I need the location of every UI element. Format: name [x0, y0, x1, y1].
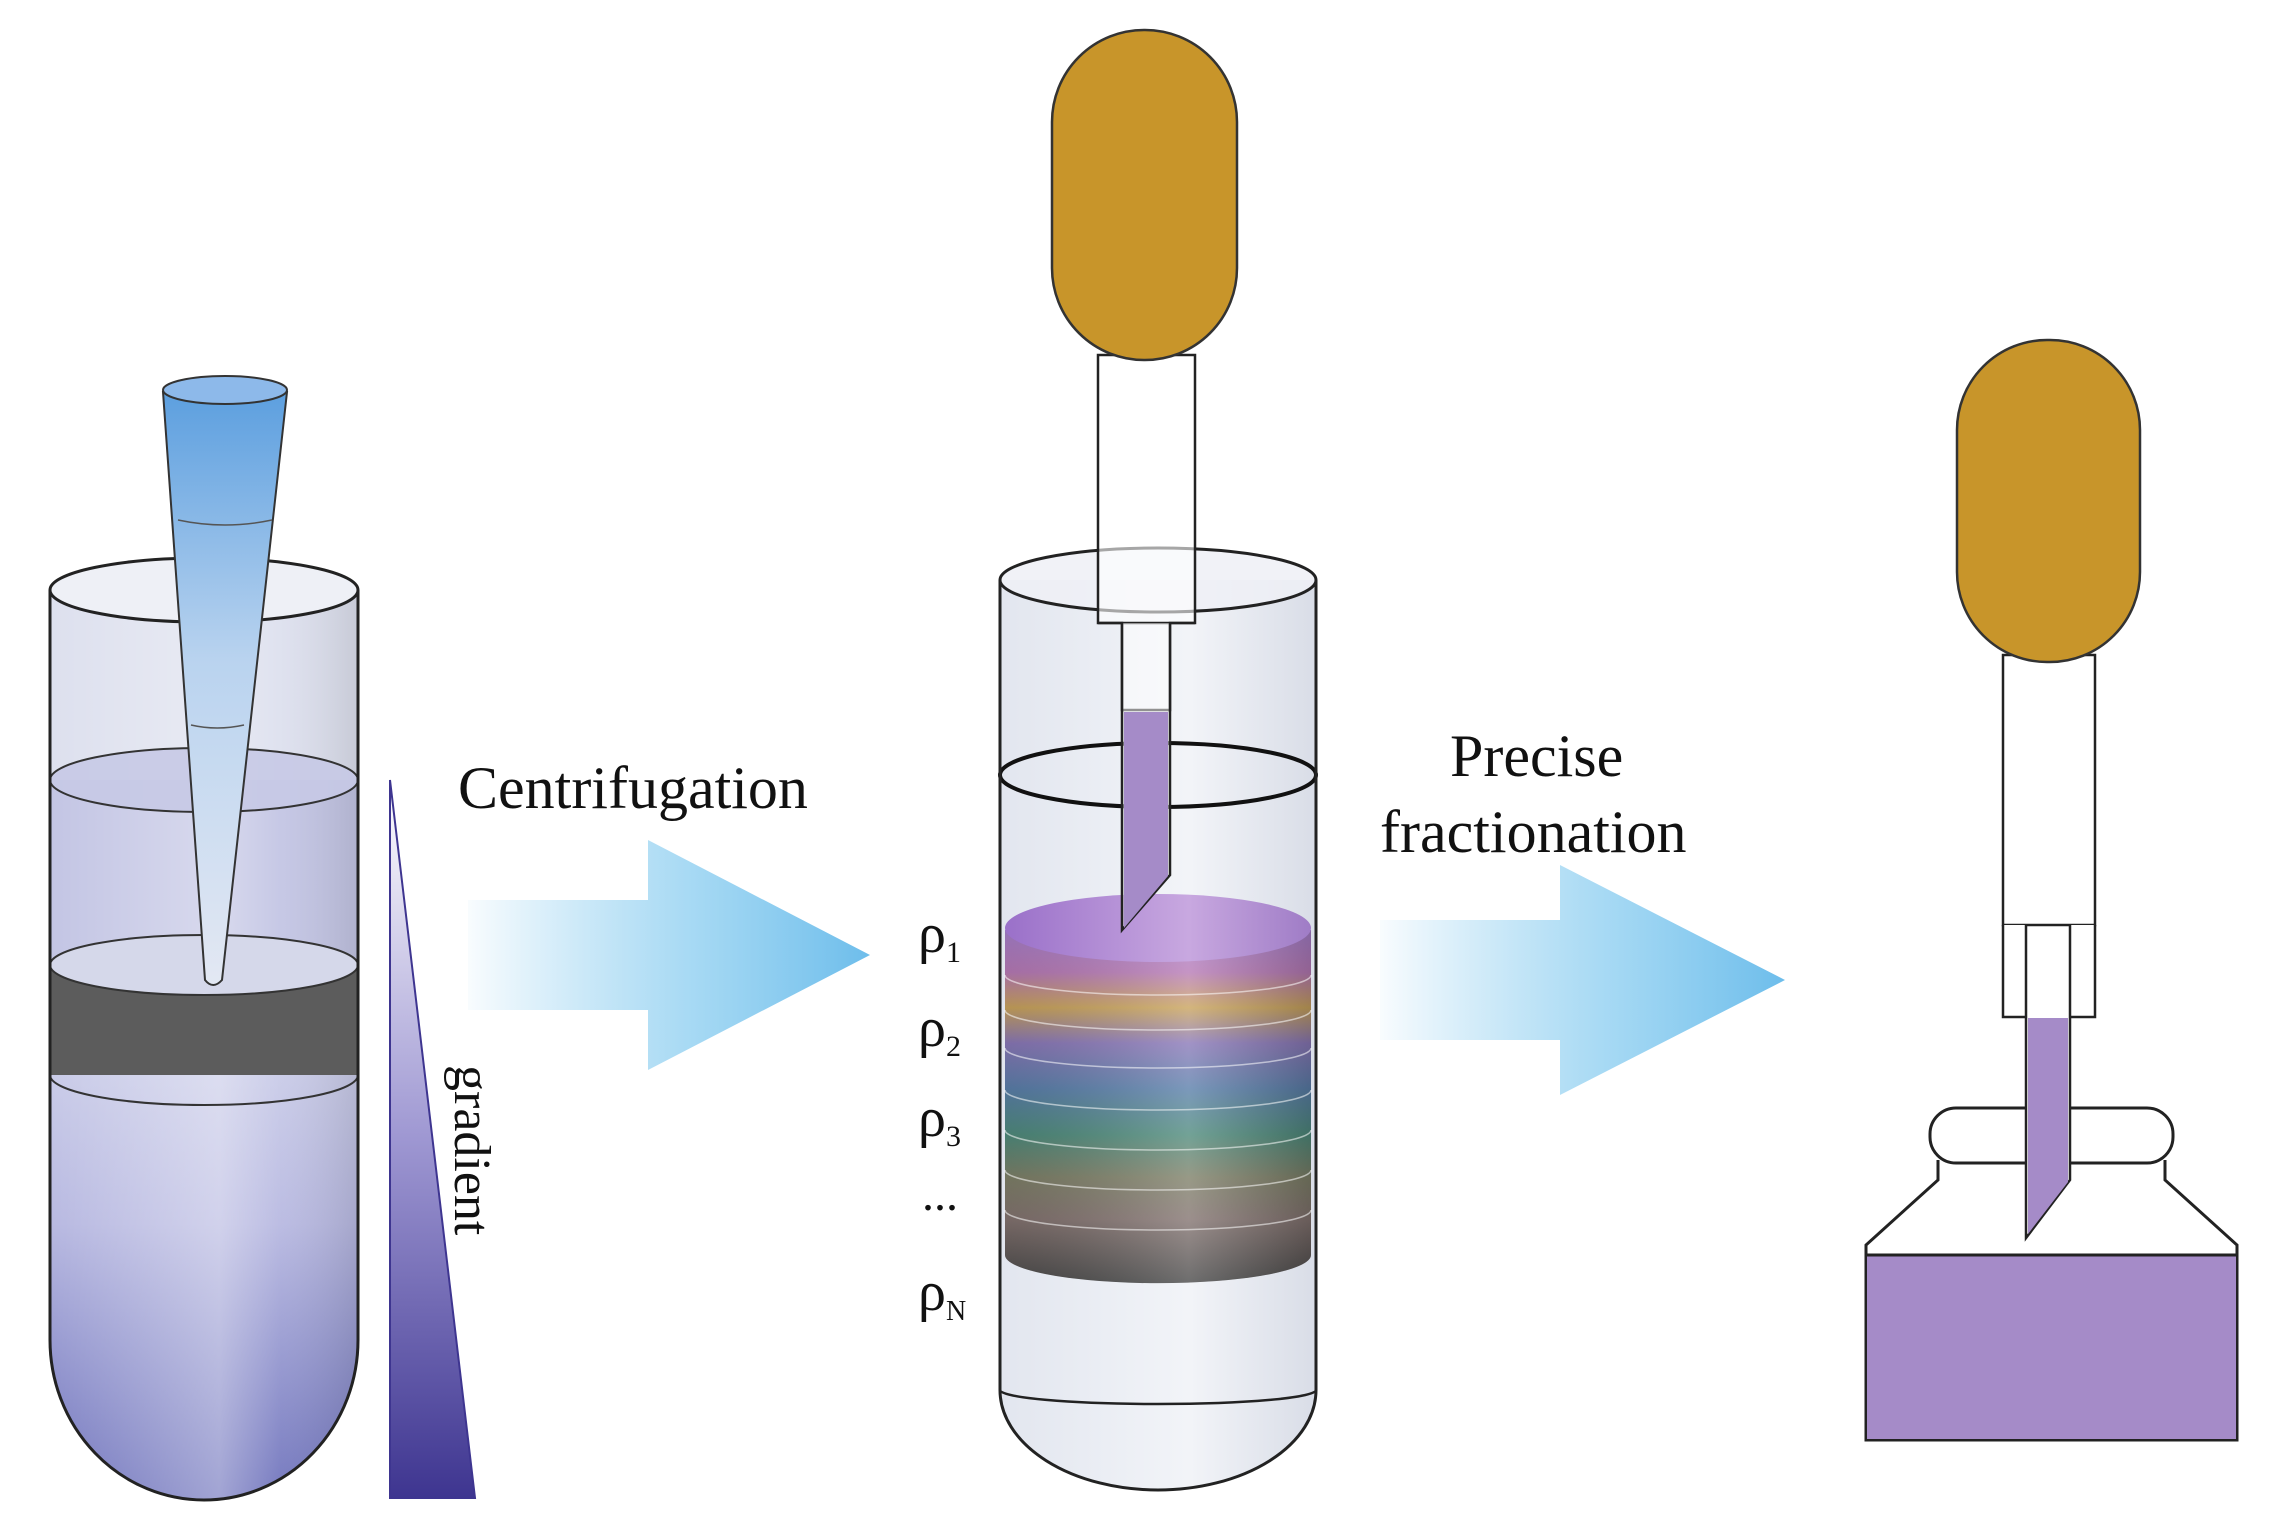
- pipette-tip-icon: [161, 375, 289, 986]
- collected-fraction: [1867, 1255, 2236, 1439]
- bulb-icon: [1050, 28, 1239, 362]
- centrifugation-label: Centrifugation: [458, 755, 808, 821]
- fractionation-arrow: Precise fractionation: [1380, 723, 1785, 1095]
- pipette-icon-2: [1955, 338, 2142, 1242]
- gradient-label: gradient: [443, 1065, 500, 1236]
- dispensed-sample: [2028, 1018, 2068, 1234]
- gradient-tube: gradient: [48, 375, 500, 1502]
- svg-text:ρ2: ρ2: [918, 997, 961, 1063]
- pipette-icon: [1050, 28, 1239, 934]
- svg-text:ρN: ρN: [918, 1261, 966, 1327]
- centrifuged-tube: ρ1 ρ2 ρ3 ... ρN: [918, 28, 1318, 1492]
- density-labels: ρ1 ρ2 ρ3 ... ρN: [918, 903, 966, 1327]
- bulb-icon-2: [1955, 338, 2142, 664]
- collection-vial: [1864, 338, 2239, 1442]
- svg-text:ρ3: ρ3: [918, 1087, 961, 1153]
- svg-text:ρ1: ρ1: [918, 903, 961, 969]
- fractionation-label-line1: Precise: [1450, 723, 1623, 789]
- svg-text:...: ...: [922, 1168, 958, 1221]
- centrifugation-arrow: Centrifugation: [458, 755, 870, 1070]
- density-gradient-wedge: [389, 779, 477, 1499]
- aspirated-sample: [1124, 712, 1168, 928]
- fractionation-label-line2: fractionation: [1380, 799, 1687, 865]
